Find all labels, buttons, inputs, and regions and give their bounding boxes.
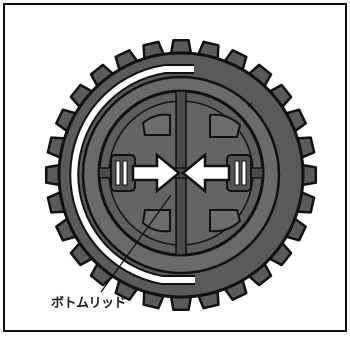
diagram-frame: ボトムリッド	[3, 3, 347, 332]
mark-icon	[247, 102, 253, 108]
arrow-left-icon	[181, 152, 231, 194]
arrow-right-icon	[131, 152, 181, 194]
latch-left	[110, 154, 136, 192]
rib-bottom-left	[141, 209, 171, 233]
rib-top-left	[141, 113, 171, 136]
rib-bottom-right	[209, 209, 242, 233]
highlight-arc	[71, 66, 195, 283]
callout-leader	[100, 194, 172, 293]
rib-top-right	[209, 113, 242, 138]
bottom-lid-diagram	[44, 38, 318, 312]
latch-right	[226, 154, 252, 192]
callout-label: ボトムリッド	[51, 296, 127, 311]
horizontal-slot	[98, 167, 264, 179]
